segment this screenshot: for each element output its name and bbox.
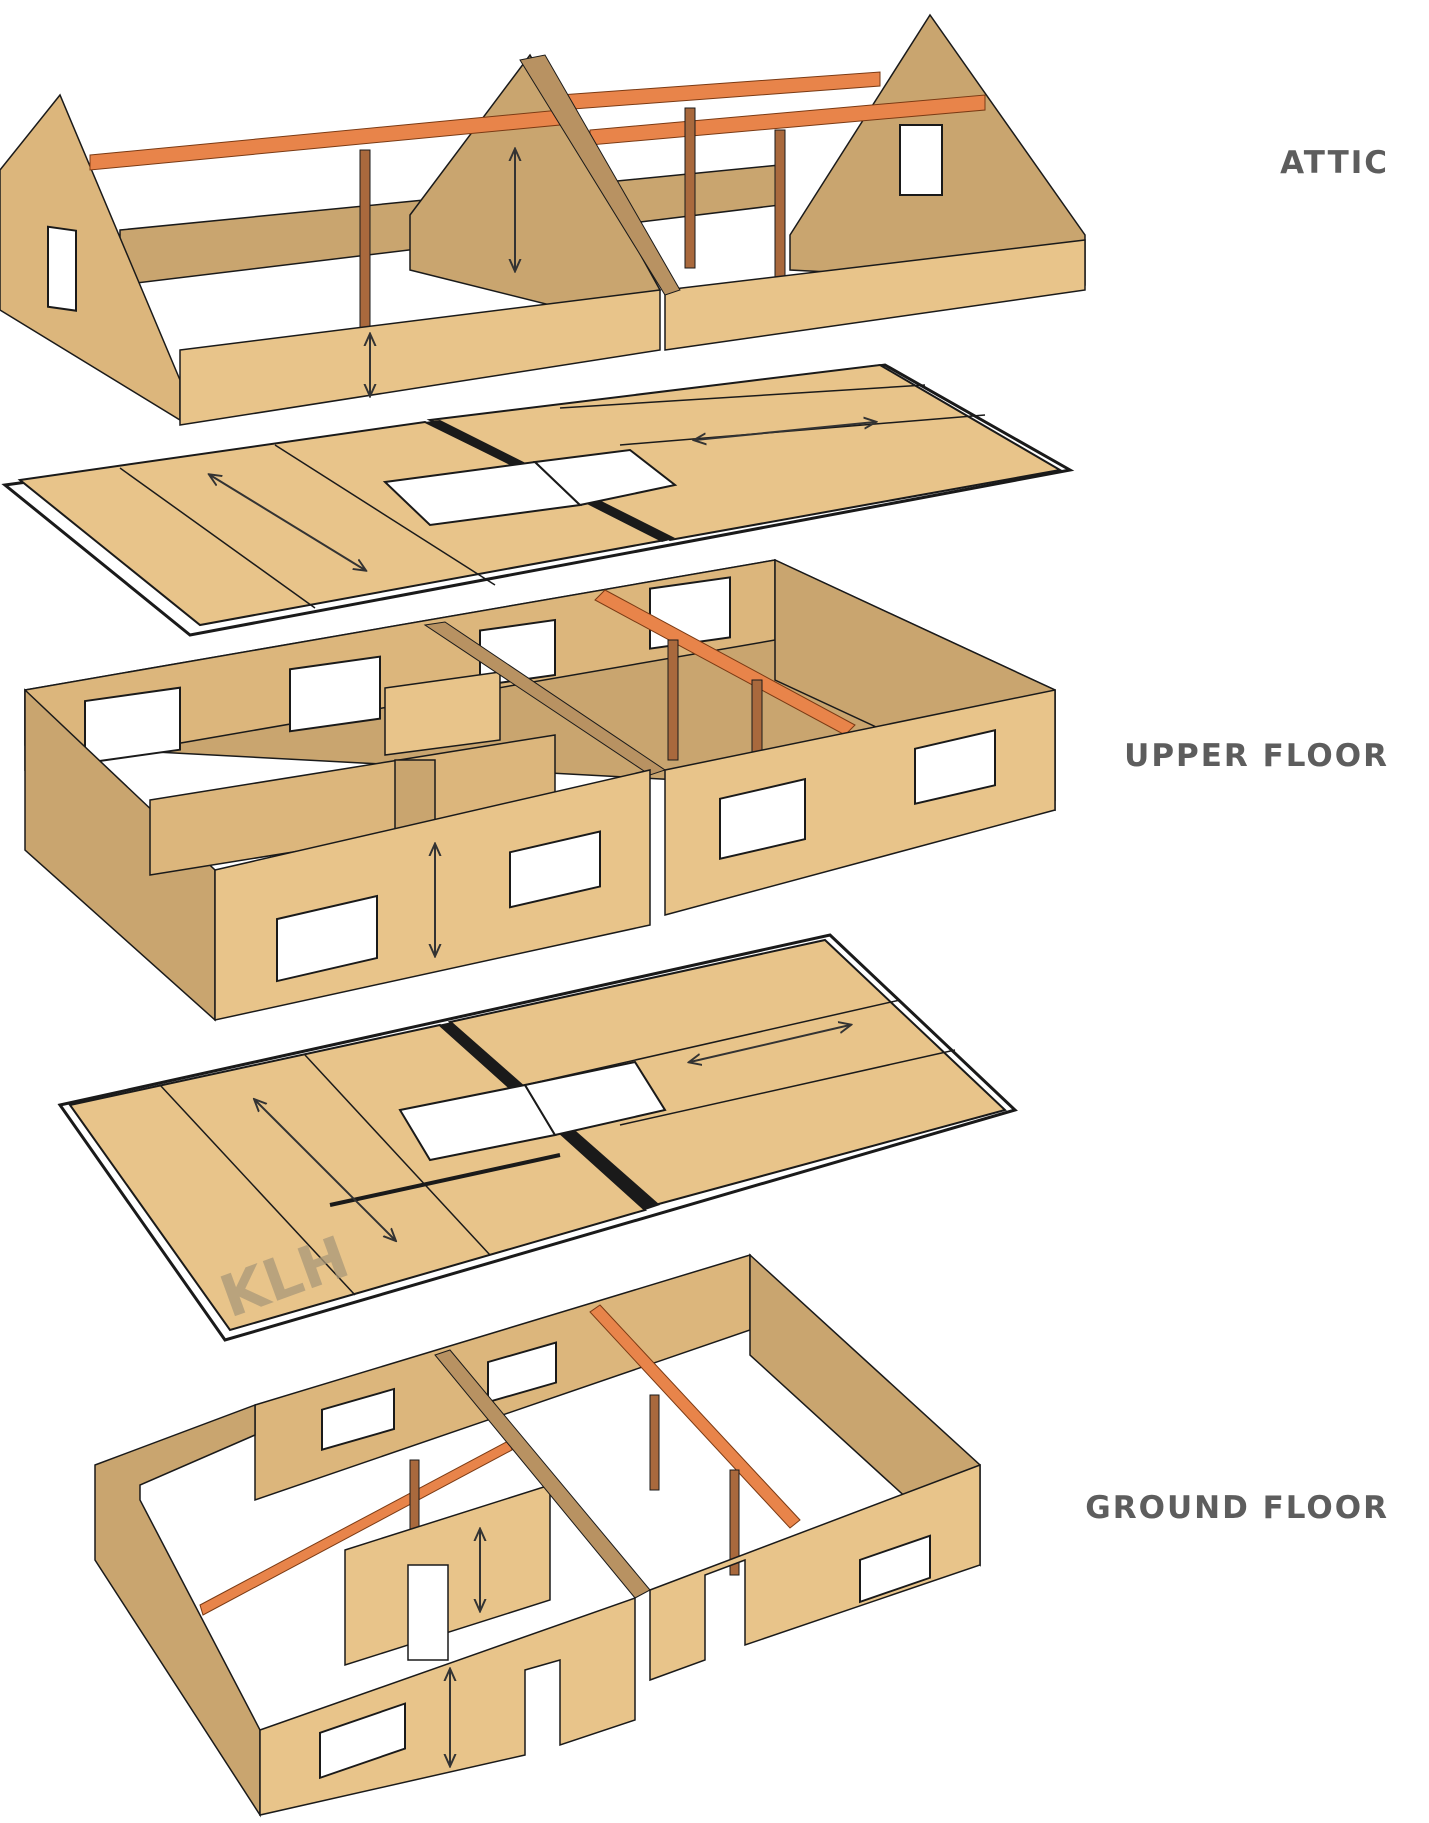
- ground-front-wall-right: [649, 1463, 981, 1682]
- slab-opening: [523, 1060, 667, 1137]
- span-arrow: [695, 422, 875, 440]
- upper-floor-level: [24, 558, 1056, 1022]
- ground-post: [649, 1394, 660, 1491]
- panel-seam: [274, 444, 496, 586]
- ground-beam: [199, 1439, 513, 1616]
- upper-post: [667, 639, 679, 761]
- attic-post: [774, 129, 786, 291]
- span-arrow: [210, 475, 365, 570]
- ground-beam: [589, 1304, 801, 1529]
- attic-gable-window: [899, 124, 943, 196]
- ground-window: [487, 1341, 557, 1404]
- upper-window: [914, 729, 996, 805]
- attic-post: [684, 107, 696, 269]
- attic-post: [359, 149, 371, 331]
- ground-window: [319, 1702, 406, 1780]
- ground-post: [729, 1469, 740, 1576]
- upper-floor-slab: [1, 363, 1075, 637]
- upper-window: [719, 777, 806, 861]
- panel-seam: [619, 1049, 956, 1126]
- attic-front-wall-left: [179, 289, 661, 426]
- upper-partition: [384, 671, 501, 756]
- ground-floor-slab: KLH: [57, 933, 1018, 1342]
- slab-opening: [532, 448, 678, 507]
- upper-floor-label: UPPER FLOOR: [1124, 738, 1389, 774]
- span-arrow: [690, 1025, 850, 1062]
- attic-level: [0, 13, 1086, 426]
- upper-window: [84, 686, 181, 765]
- attic-label: ATTIC: [1280, 145, 1389, 181]
- span-arrow: [255, 1100, 395, 1240]
- ground-doorway: [407, 1564, 449, 1661]
- ground-window: [859, 1534, 931, 1604]
- ridge-beam: [559, 71, 881, 111]
- attic-partition: [519, 54, 681, 296]
- ground-floor-label: GROUND FLOOR: [1085, 1490, 1389, 1526]
- upper-window: [276, 894, 378, 983]
- ground-floor-level: [94, 1253, 981, 1818]
- attic-front-wall-right: [664, 239, 1086, 351]
- attic-gable-window: [47, 225, 77, 312]
- upper-window: [509, 830, 601, 909]
- upper-window: [289, 655, 381, 733]
- ground-left-wall: [94, 1403, 261, 1818]
- ground-window: [321, 1387, 395, 1451]
- panel-seam: [559, 384, 926, 409]
